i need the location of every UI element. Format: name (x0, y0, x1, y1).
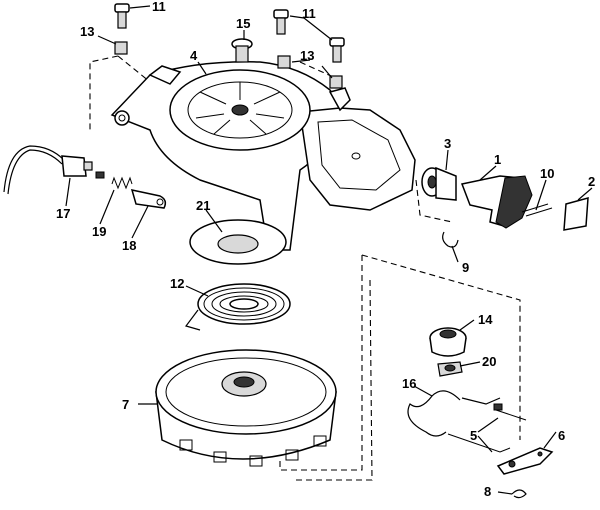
callout-17: 17 (56, 206, 70, 221)
callout-labels: 11 13 15 11 4 13 3 1 10 2 9 17 19 18 21 … (56, 0, 595, 499)
callout-3: 3 (444, 136, 451, 151)
handle-retainer-3 (421, 166, 457, 201)
callout-11-right: 11 (302, 6, 316, 21)
callout-8: 8 (484, 484, 491, 499)
pin-small-19 (95, 171, 105, 179)
callout-5: 5 (470, 428, 477, 443)
callout-13-right: 13 (300, 48, 314, 63)
spacer-13-right-b (329, 75, 343, 89)
clip-8 (511, 489, 527, 499)
washer-21 (189, 219, 287, 265)
starter-housing (110, 61, 416, 251)
callout-13-left: 13 (80, 24, 94, 39)
plunger-18 (130, 189, 167, 209)
callout-15: 15 (236, 16, 250, 31)
link-5 (447, 403, 527, 453)
handle-insert-10 (521, 203, 553, 217)
callout-6: 6 (558, 428, 565, 443)
screw-11-right-a (273, 9, 289, 35)
pawl-retainer-14 (429, 327, 467, 357)
cable-17 (3, 145, 93, 195)
callout-12: 12 (170, 276, 184, 291)
spacer-13-right-a (277, 55, 291, 69)
callout-2: 2 (588, 174, 595, 189)
clip-9 (442, 231, 459, 248)
callout-18: 18 (122, 238, 136, 253)
pulley-7 (155, 349, 337, 467)
starter-handle-1 (460, 175, 533, 229)
callout-1: 1 (494, 152, 501, 167)
screw-15 (231, 38, 253, 63)
screw-11-left (114, 3, 130, 29)
callout-4: 4 (190, 48, 198, 63)
callout-20: 20 (482, 354, 496, 369)
spacer-13-left (114, 41, 128, 55)
callout-21: 21 (196, 198, 210, 213)
callout-19: 19 (92, 224, 106, 239)
callout-16: 16 (402, 376, 416, 391)
screw-11-right-b (329, 37, 345, 63)
handle-plug-2 (563, 196, 589, 231)
callout-10: 10 (540, 166, 554, 181)
spring-16 (407, 390, 501, 437)
rewind-spring-12 (184, 283, 291, 331)
pawl-6 (496, 447, 554, 475)
spring-19 (111, 176, 133, 190)
callout-11-left: 11 (152, 0, 166, 14)
leader-lines (65, 5, 593, 495)
callout-14: 14 (478, 312, 493, 327)
callout-9: 9 (462, 260, 469, 275)
callout-7: 7 (122, 397, 129, 412)
nut-20 (437, 361, 463, 377)
